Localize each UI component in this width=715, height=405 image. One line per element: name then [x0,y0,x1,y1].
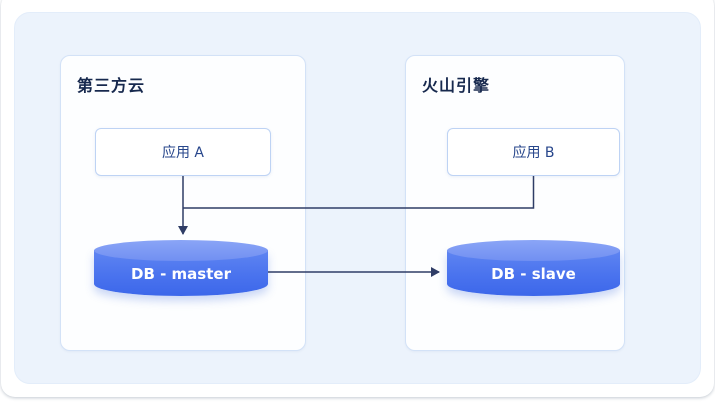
db-slave-cylinder-top [447,240,620,261]
node-db-master-label: DB - master [131,265,231,283]
node-db-slave-label: DB - slave [491,265,576,283]
node-app-a: 应用 A [95,128,271,176]
panel-title-volcano-engine: 火山引擎 [422,76,491,95]
node-app-b: 应用 B [447,128,620,176]
db-master-cylinder-top [94,240,268,261]
node-app-a-label: 应用 A [161,145,205,161]
panel-third-party-cloud: 第三方云 [60,55,306,351]
node-db-slave: DB - slave [447,240,620,302]
node-db-master: DB - master [94,240,268,302]
node-app-b-label: 应用 B [512,145,555,161]
panel-title-third-party-cloud: 第三方云 [77,76,146,95]
panel-volcano-engine: 火山引擎 [405,55,625,351]
